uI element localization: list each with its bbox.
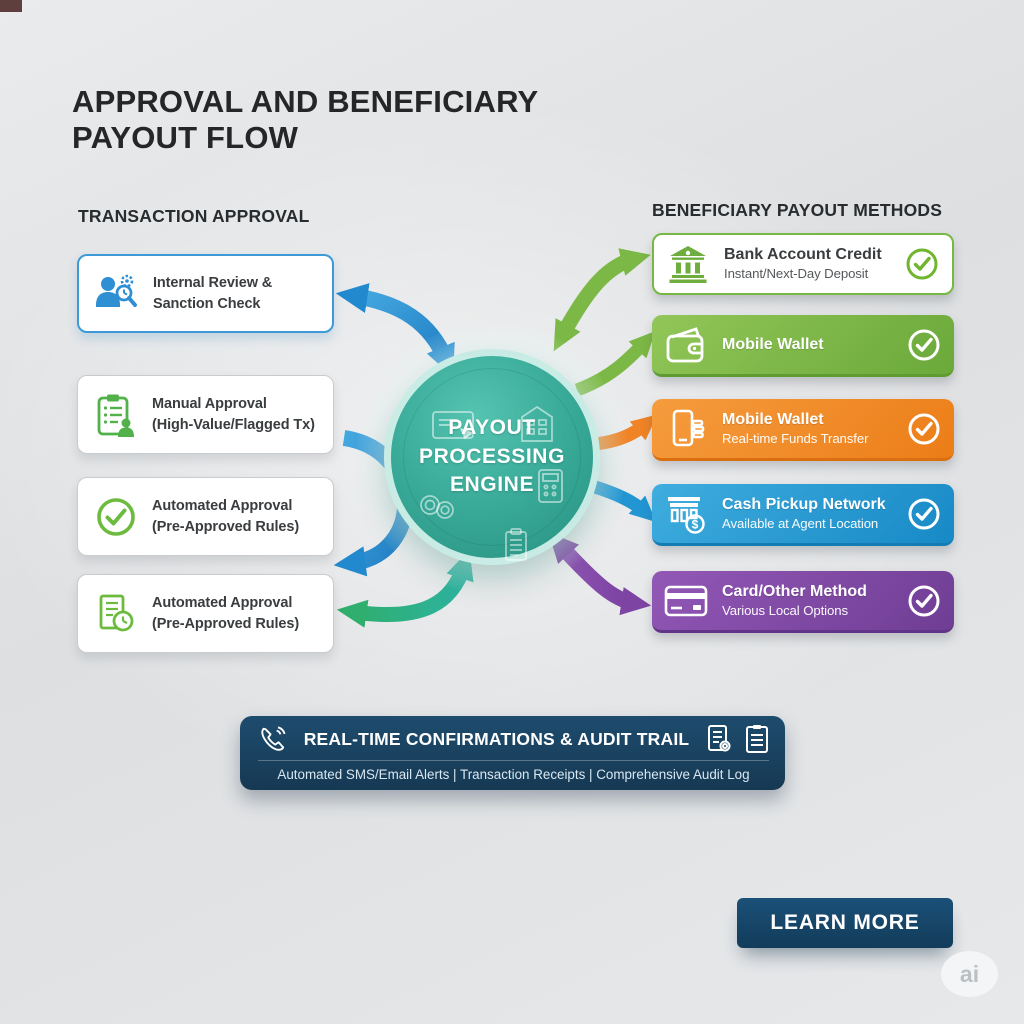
method-subtitle: Instant/Next-Day Deposit — [724, 266, 869, 282]
approval-card-label: Manual Approval (High-Value/Flagged Tx) — [152, 396, 315, 433]
wallet-icon — [662, 325, 710, 365]
check-icon — [906, 411, 942, 447]
smartphone-icon — [662, 408, 710, 450]
cheque-icon — [431, 408, 479, 447]
method-card-card-other: Card/Other Method Various Local Options — [652, 571, 954, 633]
approval-card-label: Internal Review & Sanction Check — [153, 275, 273, 312]
audit-title: REAL-TIME CONFIRMATIONS & AUDIT TRAIL — [303, 728, 690, 749]
clipboard-list-icon — [503, 528, 529, 567]
approval-card-label: Automated Approval (Pre-Approved Rules) — [152, 595, 300, 632]
page-title-line1: APPROVAL AND BENEFICIARY — [72, 84, 539, 119]
method-subtitle: Real-time Funds Transfer — [722, 430, 869, 446]
approval-card-automated-1: Automated Approval (Pre-Approved Rules) — [77, 477, 334, 556]
svg-text:$: $ — [692, 517, 699, 531]
method-title: Cash Pickup Network — [722, 495, 886, 513]
phone-icon — [258, 725, 286, 753]
method-title: Bank Account Credit — [724, 246, 882, 264]
transaction-approval-heading: TRANSACTION APPROVAL — [78, 206, 310, 226]
clipboard-person-icon — [93, 393, 139, 437]
card-icon — [662, 583, 710, 619]
method-title: Card/Other Method — [722, 582, 867, 600]
document-clock-icon — [93, 592, 139, 636]
audit-subtitle: Automated SMS/Email Alerts | Transaction… — [277, 767, 750, 782]
method-title: Mobile Wallet — [722, 335, 824, 353]
method-card-bank-account: Bank Account Credit Instant/Next-Day Dep… — [652, 233, 954, 295]
check-circle-icon — [93, 495, 139, 539]
check-icon — [906, 327, 942, 363]
ai-watermark: ai — [941, 951, 998, 997]
method-card-cash-pickup: $ Cash Pickup Network Available at Agent… — [652, 484, 954, 546]
approval-card-manual: Manual Approval (High-Value/Flagged Tx) — [77, 375, 334, 454]
corner-artifact — [0, 0, 22, 12]
page-title-line2: PAYOUT FLOW — [72, 119, 299, 155]
bank-icon — [664, 244, 712, 284]
method-subtitle: Available at Agent Location — [722, 515, 879, 531]
engine-label: PAYOUT PROCESSING ENGINE — [418, 416, 566, 497]
audit-trail-bar: REAL-TIME CONFIRMATIONS & AUDIT TRAIL Au… — [240, 716, 785, 790]
check-icon — [906, 583, 942, 619]
method-card-mobile-wallet: Mobile Wallet — [652, 315, 954, 377]
method-subtitle: Various Local Options — [722, 602, 848, 618]
check-icon — [906, 496, 942, 532]
payout-processing-engine: PAYOUT PROCESSING ENGINE — [384, 349, 600, 565]
coins-icon — [417, 492, 457, 527]
cash-pickup-icon: $ — [662, 493, 710, 535]
beneficiary-methods-heading: BENEFICIARY PAYOUT METHODS — [652, 200, 943, 220]
calculator-icon — [537, 468, 565, 509]
arrow-engine-bank — [553, 248, 651, 352]
approval-card-automated-2: Automated Approval (Pre-Approved Rules) — [77, 574, 334, 653]
person-review-icon — [94, 273, 140, 315]
method-title: Mobile Wallet — [722, 410, 824, 428]
approval-card-internal-review: Internal Review & Sanction Check — [77, 254, 334, 333]
page-title: APPROVAL AND BENEFICIARY PAYOUT FLOW — [72, 84, 538, 156]
audit-log-icon — [745, 724, 769, 754]
method-card-mobile-wallet-realtime: Mobile Wallet Real-time Funds Transfer — [652, 399, 954, 461]
check-icon — [904, 246, 940, 282]
approval-card-label: Automated Approval (Pre-Approved Rules) — [152, 498, 300, 535]
receipt-search-icon — [707, 724, 733, 754]
bank-building-icon — [519, 404, 555, 449]
learn-more-button[interactable]: LEARN MORE — [737, 898, 953, 948]
